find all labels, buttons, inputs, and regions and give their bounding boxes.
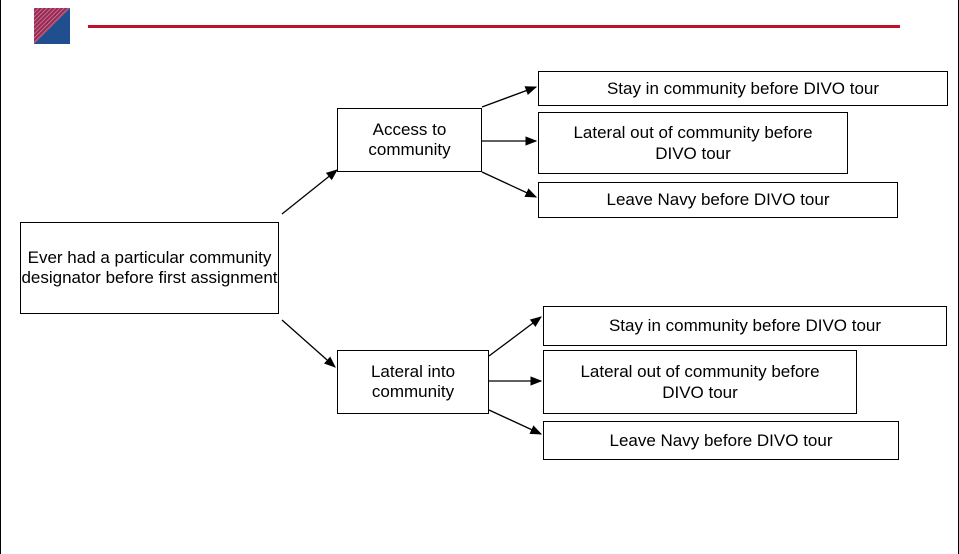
branch-node-lateral: Lateral into community: [337, 350, 489, 414]
outcome-node-label: Leave Navy before DIVO tour: [606, 190, 830, 209]
arrow-lateral-to-leave: [488, 409, 543, 435]
arrow-lateral-to-stay: [488, 316, 542, 357]
branch-node-access: Access to community: [337, 108, 482, 172]
arrow-access-to-leave: [481, 171, 538, 198]
outcome-node-label: Lateral out of community before DIVO tou…: [580, 362, 820, 402]
outcome-node: Stay in community before DIVO tour: [543, 306, 947, 346]
header-rule: [88, 25, 900, 28]
root-node: Ever had a particular community designat…: [20, 222, 279, 314]
branch-node-lateral-label: Lateral into community: [370, 362, 456, 401]
arrow-root-to-lateral: [281, 319, 336, 368]
outcome-node-label: Leave Navy before DIVO tour: [609, 430, 833, 450]
outcome-node: Lateral out of community before DIVO tou…: [543, 350, 857, 414]
outcome-node: Stay in community before DIVO tour: [538, 71, 948, 106]
arrow-access-to-stay: [481, 86, 538, 108]
branch-node-access-label: Access to community: [368, 120, 451, 159]
root-node-label: Ever had a particular community designat…: [21, 248, 278, 287]
arrow-root-to-access: [281, 169, 338, 215]
outcome-node: Leave Navy before DIVO tour: [538, 182, 898, 218]
outcome-node: Leave Navy before DIVO tour: [543, 421, 899, 460]
outcome-node-label: Lateral out of community before DIVO tou…: [573, 123, 813, 163]
slide-border-left: [0, 0, 1, 554]
outcome-node: Lateral out of community before DIVO tou…: [538, 112, 848, 174]
outcome-node-label: Stay in community before DIVO tour: [608, 316, 882, 335]
diagonal-split-square-icon: [34, 8, 70, 44]
outcome-node-label: Stay in community before DIVO tour: [606, 78, 880, 98]
